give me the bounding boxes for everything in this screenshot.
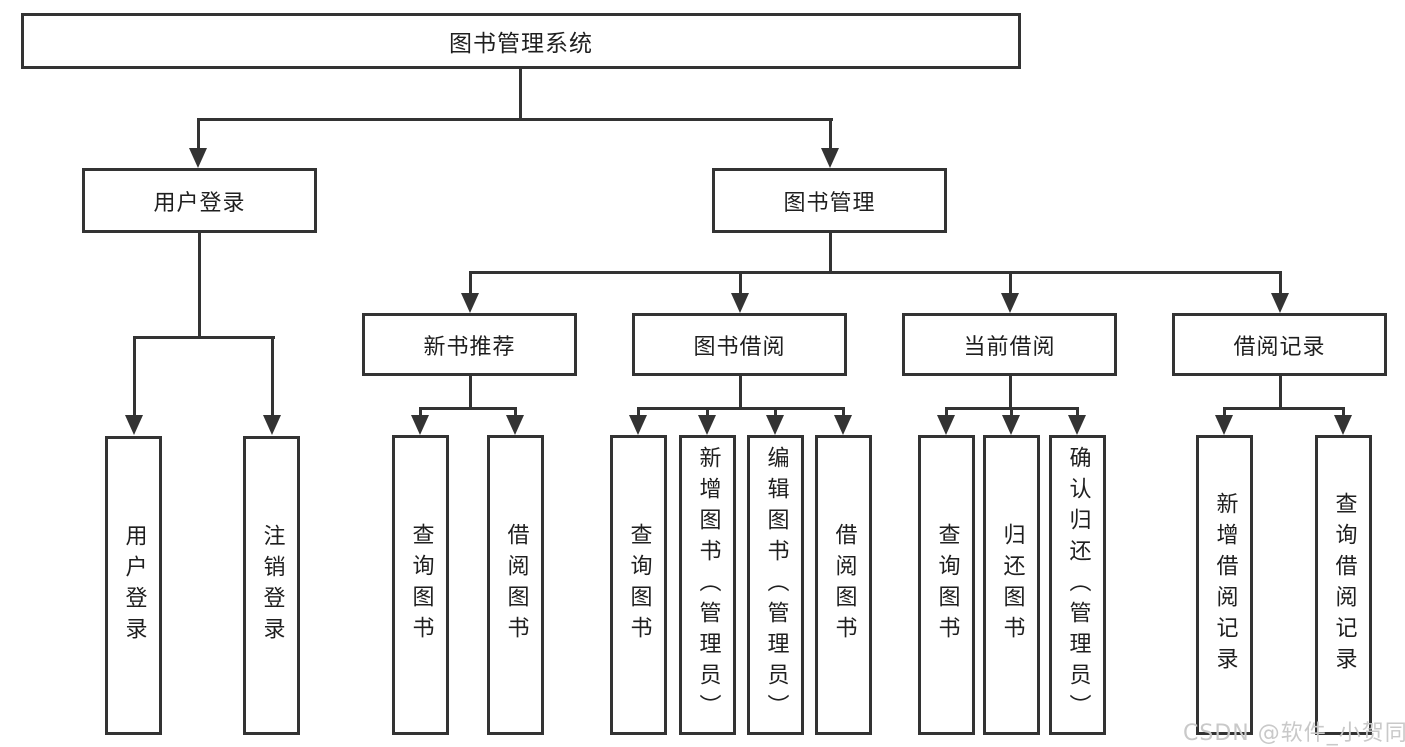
leaf-borrow-books-recommend: 借阅图书 (487, 435, 544, 735)
leaf-return-books: 归还图书 (983, 435, 1040, 735)
connector-arrowhead (411, 415, 429, 435)
connector-line (1076, 407, 1079, 417)
leaf-borrow-books-recommend-label: 借阅图书 (503, 523, 529, 647)
connector-line (945, 407, 948, 417)
leaf-logout-label: 注销登录 (259, 523, 285, 648)
node-current-borrowing: 当前借阅 (902, 313, 1117, 376)
connector-line (197, 118, 200, 150)
node-new-book-recommendation: 新书推荐 (362, 313, 577, 376)
connector-line (197, 118, 833, 121)
connector-arrowhead (629, 415, 647, 435)
connector-line (774, 407, 777, 417)
leaf-query-borrow-record: 查询借阅记录 (1315, 435, 1372, 735)
leaf-logout: 注销登录 (243, 436, 300, 735)
connector-arrowhead (1215, 415, 1233, 435)
connector-line (419, 407, 422, 417)
leaf-query-books-borrowing: 查询图书 (610, 435, 667, 735)
leaf-confirm-return-admin: 确认归还（管理员） (1049, 435, 1106, 735)
connector-arrowhead (766, 415, 784, 435)
connector-arrowhead (834, 415, 852, 435)
leaf-add-book-admin: 新增图书（管理员） (679, 435, 736, 735)
connector-arrowhead (506, 415, 524, 435)
leaf-borrow-books-borrowing-label: 借阅图书 (831, 523, 857, 647)
connector-line (1279, 271, 1282, 295)
connector-line (842, 407, 845, 417)
connector-line (1223, 407, 1345, 410)
connector-line (1342, 407, 1345, 417)
leaf-query-books-recommend-label: 查询图书 (408, 523, 434, 647)
connector-line (829, 118, 832, 150)
leaf-add-borrow-record: 新增借阅记录 (1196, 435, 1253, 735)
node-root: 图书管理系统 (21, 13, 1021, 69)
connector-line (514, 407, 517, 417)
connector-arrowhead (461, 293, 479, 313)
connector-line (739, 271, 742, 295)
connector-line (739, 376, 742, 407)
leaf-borrow-books-borrowing: 借阅图书 (815, 435, 872, 735)
connector-line (1009, 376, 1012, 407)
node-user-login: 用户登录 (82, 168, 317, 233)
node-new-book-recommendation-label: 新书推荐 (423, 334, 516, 360)
connector-line (469, 376, 472, 407)
connector-line (271, 336, 274, 417)
connector-line (637, 407, 640, 417)
leaf-edit-book-admin-label: 编辑图书（管理员） (763, 445, 789, 725)
connector-arrowhead (937, 415, 955, 435)
node-book-borrowing-label: 图书借阅 (693, 334, 786, 360)
leaf-add-borrow-record-label: 新增借阅记录 (1212, 492, 1238, 678)
connector-line (519, 69, 522, 118)
node-book-management-label: 图书管理 (783, 190, 876, 216)
leaf-query-books-current: 查询图书 (918, 435, 975, 735)
connector-line (469, 271, 472, 295)
node-borrowing-records-label: 借阅记录 (1233, 334, 1326, 360)
connector-line (419, 407, 517, 410)
connector-line (198, 233, 201, 336)
leaf-user-login: 用户登录 (105, 436, 162, 735)
node-borrowing-records: 借阅记录 (1172, 313, 1387, 376)
connector-line (133, 336, 275, 339)
connector-line (1010, 407, 1013, 417)
connector-arrowhead (1068, 415, 1086, 435)
connector-arrowhead (821, 148, 839, 168)
connector-line (1009, 271, 1012, 295)
leaf-confirm-return-admin-label: 确认归还（管理员） (1065, 445, 1091, 725)
connector-arrowhead (731, 293, 749, 313)
leaf-query-books-recommend: 查询图书 (392, 435, 449, 735)
leaf-edit-book-admin: 编辑图书（管理员） (747, 435, 804, 735)
watermark: CSDN @软件_小贺同学 (1183, 721, 1405, 746)
connector-line (469, 271, 1282, 274)
connector-line (829, 233, 832, 271)
leaf-user-login-label: 用户登录 (121, 523, 147, 648)
node-book-management: 图书管理 (712, 168, 947, 233)
connector-line (1279, 376, 1282, 407)
connector-arrowhead (1002, 415, 1020, 435)
connector-arrowhead (1001, 293, 1019, 313)
node-root-label: 图书管理系统 (449, 31, 593, 57)
connector-line (637, 407, 845, 410)
leaf-return-books-label: 归还图书 (999, 523, 1025, 647)
leaf-add-book-admin-label: 新增图书（管理员） (695, 445, 721, 725)
node-current-borrowing-label: 当前借阅 (963, 334, 1056, 360)
leaf-query-borrow-record-label: 查询借阅记录 (1331, 492, 1357, 678)
leaf-query-books-current-label: 查询图书 (934, 523, 960, 647)
leaf-query-books-borrowing-label: 查询图书 (626, 523, 652, 647)
connector-arrowhead (1271, 293, 1289, 313)
node-book-borrowing: 图书借阅 (632, 313, 847, 376)
node-user-login-label: 用户登录 (153, 190, 246, 216)
connector-arrowhead (698, 415, 716, 435)
connector-arrowhead (263, 415, 281, 435)
connector-arrowhead (189, 148, 207, 168)
connector-line (133, 336, 136, 417)
connector-arrowhead (1334, 415, 1352, 435)
connector-line (706, 407, 709, 417)
connector-line (1223, 407, 1226, 417)
connector-arrowhead (125, 415, 143, 435)
